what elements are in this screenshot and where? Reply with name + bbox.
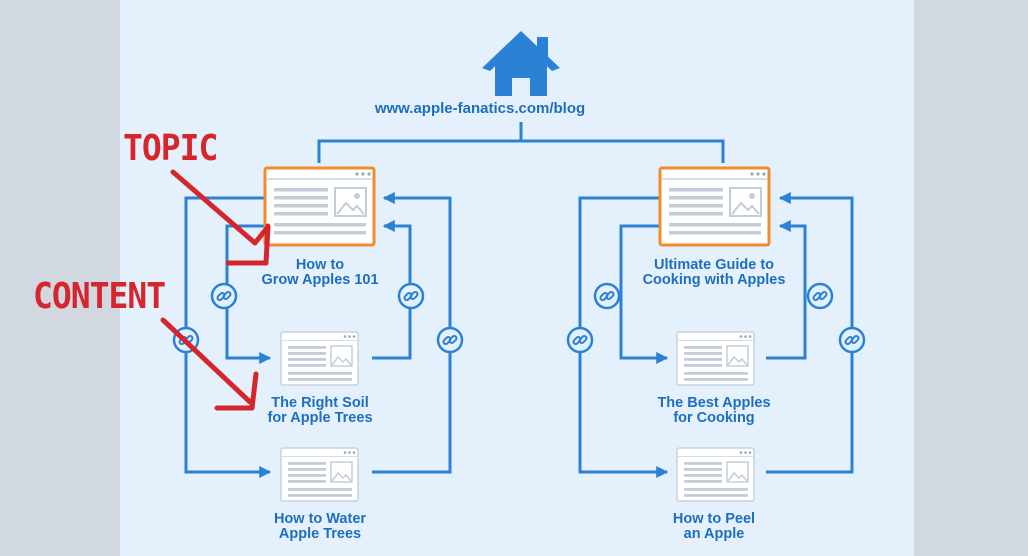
chain-link-icon bbox=[436, 326, 464, 354]
topic-page-thumbnail-right bbox=[658, 166, 771, 247]
chain-link-icon bbox=[593, 282, 621, 310]
content-page-thumbnail bbox=[280, 447, 359, 502]
topic-arrow bbox=[170, 169, 270, 246]
chain-link-icon bbox=[838, 326, 866, 354]
chain-link-icon bbox=[566, 326, 594, 354]
site-url: www.apple-fanatics.com/blog bbox=[374, 100, 586, 117]
chain-link-icon bbox=[397, 282, 425, 310]
topic-arrow-head bbox=[225, 223, 271, 266]
content-page-thumbnail bbox=[676, 331, 755, 386]
hierarchy-connectors bbox=[317, 122, 725, 163]
topic-annotation: TOPIC bbox=[123, 126, 218, 169]
content-arrow-head bbox=[214, 371, 259, 411]
topic-page-thumbnail-left bbox=[263, 166, 376, 247]
content-page-thumbnail bbox=[280, 331, 359, 386]
link-badges bbox=[172, 282, 866, 354]
content-page-thumbnail bbox=[676, 447, 755, 502]
house-icon bbox=[482, 31, 560, 96]
chain-link-icon bbox=[806, 282, 834, 310]
annotation-arrows bbox=[160, 169, 271, 411]
diagram-panel bbox=[120, 0, 914, 556]
content-annotation: CONTENT bbox=[33, 274, 166, 317]
chain-link-icon bbox=[210, 282, 238, 310]
content-arrow bbox=[160, 317, 253, 405]
